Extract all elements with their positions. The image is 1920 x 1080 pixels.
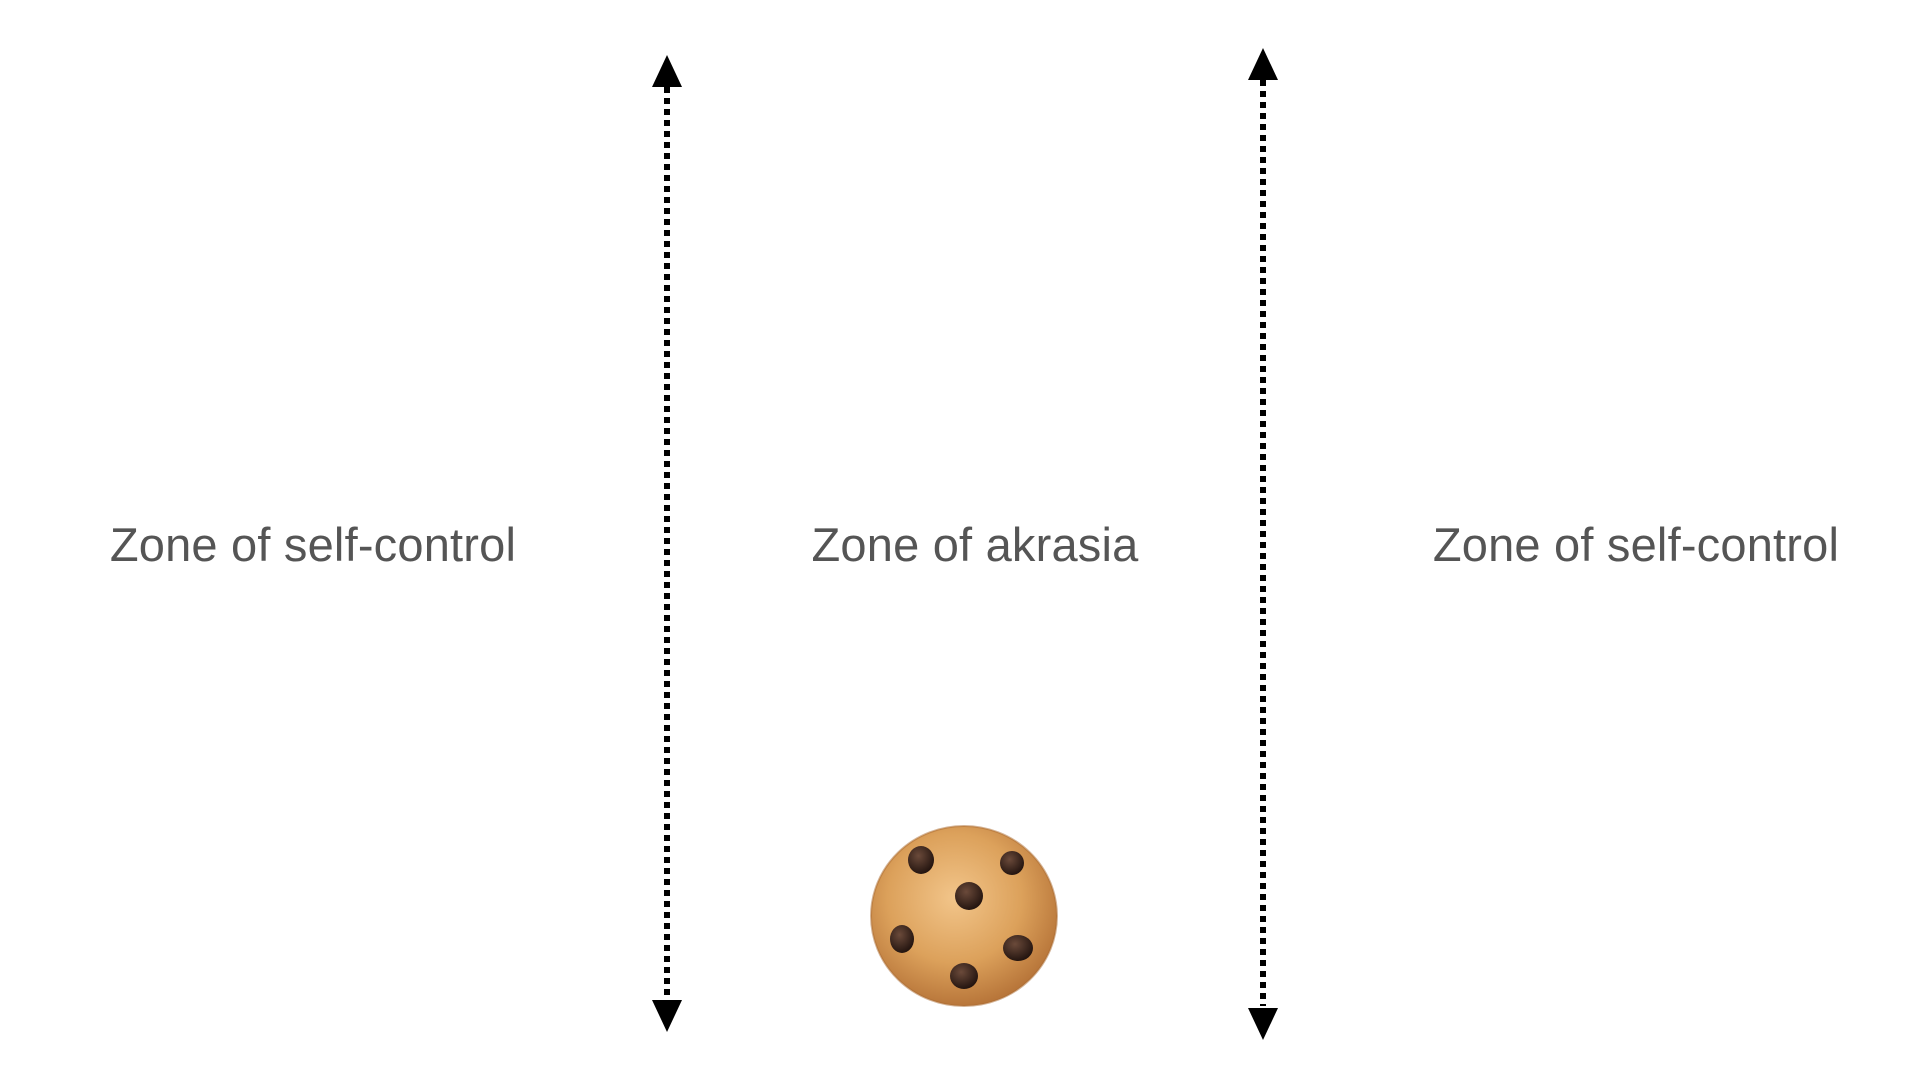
- chocolate-chip: [1003, 935, 1033, 961]
- cookie-icon: [870, 825, 1058, 1007]
- chocolate-chip: [908, 846, 934, 874]
- zone-label-left: Zone of self-control: [109, 518, 517, 571]
- right-boundary-arrow: [1248, 48, 1278, 1040]
- zone-label-middle: Zone of akrasia: [811, 518, 1139, 571]
- zone-label-right: Zone of self-control: [1432, 518, 1840, 571]
- arrow-down-head: [1248, 1008, 1278, 1040]
- chocolate-chip: [955, 882, 983, 910]
- arrow-up-head: [652, 55, 682, 87]
- arrow-down-head: [652, 1000, 682, 1032]
- chocolate-chip: [950, 963, 978, 989]
- chocolate-chip: [1000, 851, 1024, 875]
- arrow-up-head: [1248, 48, 1278, 80]
- chocolate-chip: [890, 925, 914, 953]
- left-boundary-arrow: [652, 55, 682, 1032]
